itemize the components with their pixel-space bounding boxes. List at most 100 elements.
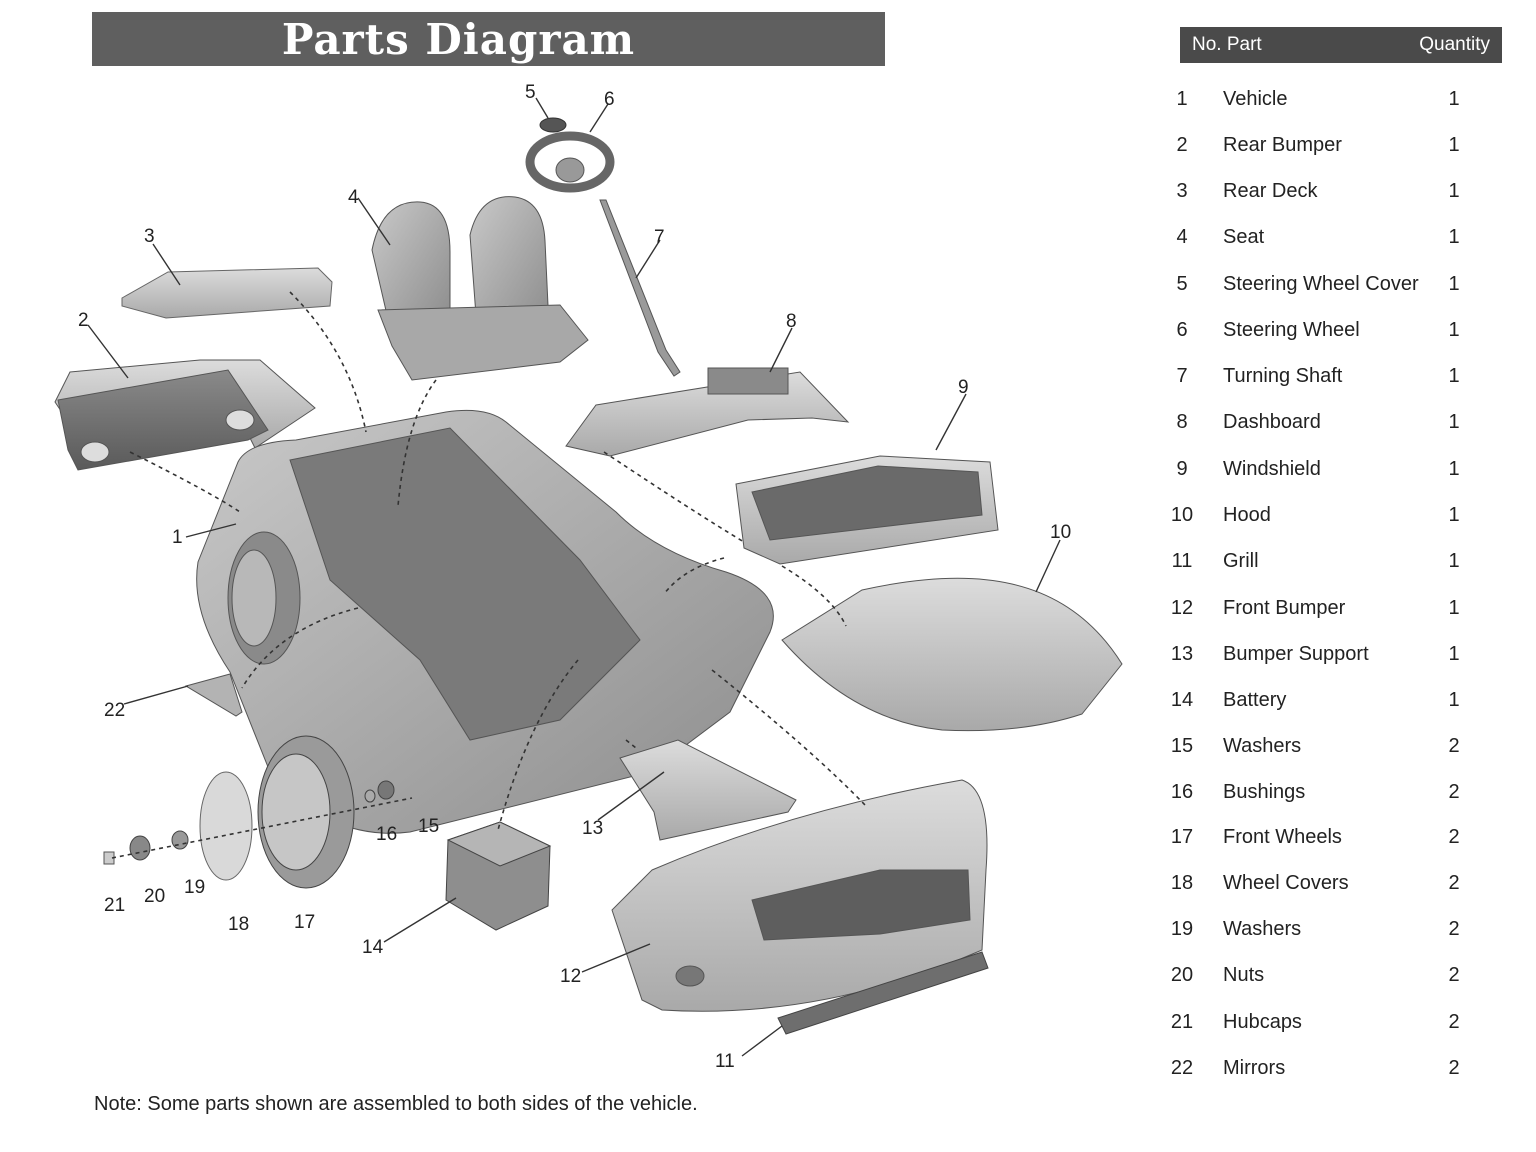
callout-10: 10 [1050, 522, 1071, 543]
part-name: Rear Deck [1223, 180, 1318, 202]
part-name: Front Bumper [1223, 597, 1346, 619]
part-battery [445, 821, 552, 931]
part-name: Vehicle [1223, 88, 1288, 110]
part-name: Battery [1223, 689, 1287, 711]
part-number: 21 [1170, 1011, 1194, 1033]
exploded-parts-illustration: 1 2 3 4 5 6 7 8 9 10 11 12 13 14 15 16 1… [54, 82, 1123, 1072]
part-quantity: 1 [1448, 319, 1460, 341]
part-rear-bumper [54, 359, 316, 471]
callout-numbers: 1 2 3 4 5 6 7 8 9 10 11 12 13 14 15 16 1… [78, 82, 1071, 1072]
callout-22: 22 [104, 700, 125, 721]
callout-1: 1 [172, 527, 183, 548]
part-number: 6 [1176, 319, 1188, 341]
part-name: Washers [1223, 735, 1302, 757]
part-name: Nuts [1223, 964, 1265, 986]
part-name: Windshield [1223, 458, 1321, 480]
part-quantity: 1 [1448, 504, 1460, 526]
part-name: Turning Shaft [1223, 365, 1343, 387]
part-quantity: 1 [1448, 550, 1460, 572]
callout-19: 19 [184, 877, 205, 898]
part-windshield [735, 455, 999, 565]
part-name: Hubcaps [1223, 1011, 1302, 1033]
part-number: 7 [1176, 365, 1188, 387]
callout-3: 3 [144, 226, 155, 247]
part-number: 14 [1170, 689, 1194, 711]
part-steering-wheel-cover [539, 117, 567, 133]
part-name: Hood [1223, 504, 1271, 526]
part-name: Rear Bumper [1223, 134, 1342, 156]
part-name: Seat [1223, 226, 1265, 248]
part-name: Wheel Covers [1223, 872, 1349, 894]
part-quantity: 1 [1448, 689, 1460, 711]
part-quantity: 1 [1448, 597, 1460, 619]
callout-15: 15 [418, 816, 439, 837]
callout-6: 6 [604, 89, 615, 110]
part-quantity: 2 [1448, 1057, 1460, 1079]
part-steering-wheel [525, 131, 615, 193]
part-quantity: 2 [1448, 872, 1460, 894]
callout-12: 12 [560, 966, 581, 987]
part-number: 17 [1170, 826, 1194, 848]
part-name: Grill [1223, 550, 1259, 572]
part-number: 12 [1170, 597, 1194, 619]
part-turning-shaft [599, 199, 681, 377]
part-name: Bushings [1223, 781, 1306, 803]
callout-13: 13 [582, 818, 603, 839]
part-washer-inner [377, 780, 395, 800]
part-quantity: 2 [1448, 826, 1460, 848]
part-number: 5 [1176, 273, 1188, 295]
part-name: Washers [1223, 918, 1302, 940]
part-number: 8 [1176, 411, 1188, 433]
part-quantity: 1 [1448, 226, 1460, 248]
callout-8: 8 [786, 311, 797, 332]
parts-table-header: No. Part Quantity [1180, 27, 1502, 63]
part-grill [777, 951, 989, 1035]
part-washer-outer [171, 830, 189, 850]
parts-row: 11 Grill 1 [1165, 550, 1475, 580]
title-banner: Parts Diagram [92, 12, 885, 66]
assembly-note: Note: Some parts shown are assembled to … [94, 1093, 698, 1115]
parts-row: 14 Battery 1 [1165, 689, 1475, 719]
callout-5: 5 [525, 82, 536, 103]
callout-20: 20 [144, 886, 165, 907]
callout-17: 17 [294, 912, 315, 933]
part-number: 19 [1170, 918, 1194, 940]
part-number: 22 [1170, 1057, 1194, 1079]
callout-4: 4 [348, 187, 359, 208]
part-front-bumper [611, 779, 988, 1012]
parts-row: 18 Wheel Covers 2 [1165, 872, 1475, 902]
callout-14: 14 [362, 937, 384, 958]
part-number: 18 [1170, 872, 1194, 894]
part-number: 20 [1170, 964, 1194, 986]
callout-18: 18 [228, 914, 249, 935]
callout-16: 16 [376, 824, 397, 845]
parts-row: 7 Turning Shaft 1 [1165, 365, 1475, 395]
callout-7: 7 [654, 227, 665, 248]
part-hood [781, 577, 1123, 732]
page-title: Parts Diagram [281, 14, 636, 64]
part-seat [371, 196, 589, 381]
callout-11: 11 [715, 1051, 735, 1072]
part-quantity: 1 [1448, 180, 1460, 202]
part-number: 9 [1176, 458, 1188, 480]
part-number: 11 [1171, 550, 1193, 572]
part-wheel-cover [199, 771, 253, 881]
part-name: Steering Wheel [1223, 319, 1360, 341]
part-quantity: 2 [1448, 781, 1460, 803]
callout-21: 21 [104, 895, 125, 916]
callout-9: 9 [958, 377, 969, 398]
part-name: Bumper Support [1223, 643, 1369, 665]
part-quantity: 1 [1448, 365, 1460, 387]
part-number: 1 [1176, 88, 1188, 110]
part-quantity: 1 [1448, 458, 1460, 480]
part-dashboard [565, 367, 850, 457]
header-no-part: No. Part [1192, 34, 1262, 55]
part-bumper-support [619, 739, 797, 841]
part-number: 2 [1176, 134, 1188, 156]
